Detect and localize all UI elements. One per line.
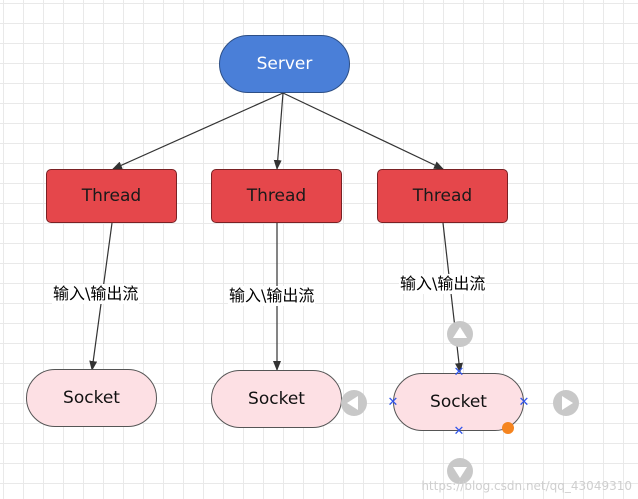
socket-node-2[interactable]: Socket: [211, 370, 342, 428]
edge-server-thread-2[interactable]: [273, 92, 284, 170]
socket-node-3-selected[interactable]: Socket: [393, 373, 524, 431]
watermark-text: https://blog.csdn.net/qq_43049310: [421, 479, 632, 493]
cross-handle-icon[interactable]: ✕: [453, 424, 465, 439]
arrow-down-icon[interactable]: [446, 457, 474, 485]
arrow-up-icon[interactable]: [446, 320, 474, 348]
connection-point-icon[interactable]: [502, 422, 514, 434]
socket-label-1: Socket: [63, 388, 120, 408]
socket-label-2: Socket: [248, 389, 305, 409]
cross-handle-icon[interactable]: ✕: [518, 395, 530, 410]
edge-server-thread-3[interactable]: [282, 92, 444, 170]
server-label: Server: [256, 54, 313, 74]
thread-label-3: Thread: [412, 186, 473, 206]
thread-label-2: Thread: [246, 186, 307, 206]
edge-server-thread-1[interactable]: [112, 92, 284, 170]
thread-node-1[interactable]: Thread: [46, 169, 177, 223]
arrow-right-icon[interactable]: [552, 389, 580, 417]
cross-handle-icon[interactable]: ✕: [453, 365, 465, 380]
edge-label-3[interactable]: 输入\输出流: [399, 274, 487, 294]
server-node[interactable]: Server: [219, 35, 350, 93]
edge-label-2[interactable]: 输入\输出流: [228, 286, 316, 306]
cross-handle-icon[interactable]: ✕: [387, 395, 399, 410]
socket-node-1[interactable]: Socket: [26, 369, 157, 427]
thread-label-1: Thread: [81, 186, 142, 206]
edge-label-1[interactable]: 输入\输出流: [52, 284, 140, 304]
edge-thread-socket-3[interactable]: [442, 222, 463, 373]
arrow-left-icon[interactable]: [340, 389, 368, 417]
thread-node-3[interactable]: Thread: [377, 169, 508, 223]
thread-node-2[interactable]: Thread: [211, 169, 342, 223]
socket-label-3: Socket: [430, 392, 487, 412]
